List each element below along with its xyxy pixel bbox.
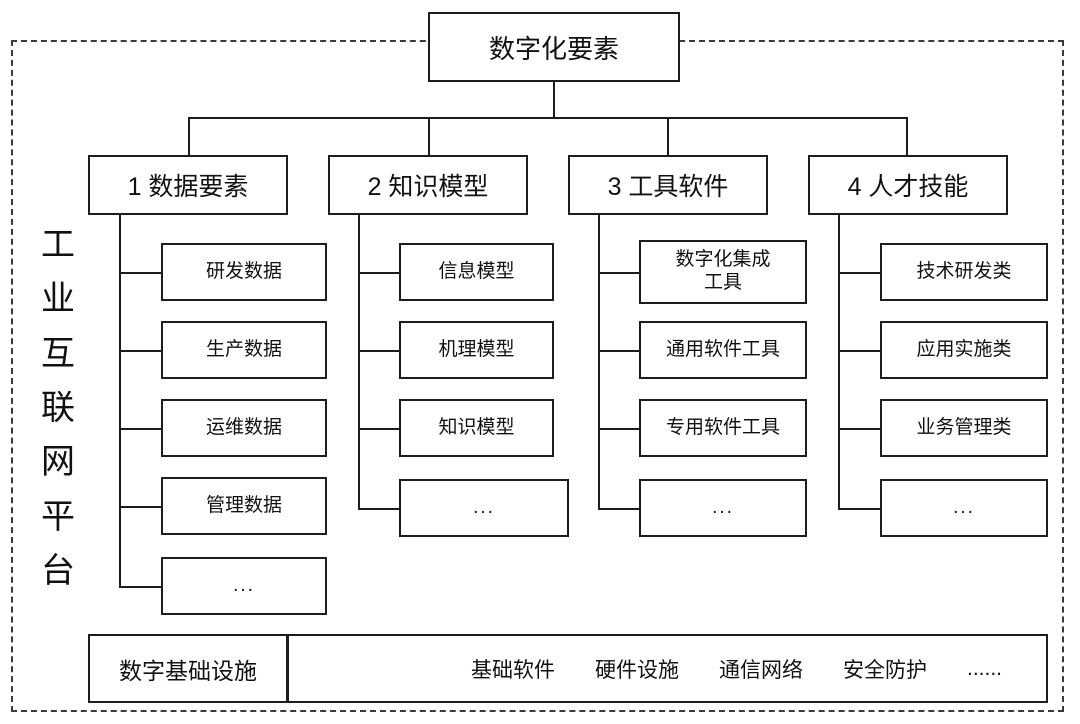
connector-column-3-branch-3 <box>598 428 640 430</box>
leaf-node-2-1[interactable]: 信息模型 <box>399 243 554 301</box>
category-node-3[interactable]: 3 工具软件 <box>568 155 768 215</box>
infrastructure-item-2[interactable]: 硬件设施 <box>594 658 679 682</box>
leaf-node-4-3[interactable]: 业务管理类 <box>880 399 1048 457</box>
platform-label-char-2: 互 <box>41 334 75 373</box>
leaf-node-1-5-label: ... <box>233 574 255 596</box>
connector-column-1-branch-5 <box>119 586 162 588</box>
connector-bus-to-category-2 <box>428 117 430 156</box>
leaf-node-1-2-label: 生产数据 <box>205 338 282 360</box>
leaf-node-3-4-label: ... <box>712 496 734 518</box>
leaf-node-2-4-label: ... <box>473 496 495 518</box>
category-node-1-label: 1 数据要素 <box>127 173 249 201</box>
root-node-digital-elements[interactable]: 数字化要素 <box>428 12 680 82</box>
leaf-node-1-4-label: 管理数据 <box>205 494 282 516</box>
connector-column-1-branch-1 <box>119 272 162 274</box>
leaf-node-4-1[interactable]: 技术研发类 <box>880 243 1048 301</box>
connector-bus-to-category-1 <box>188 117 190 156</box>
leaf-node-4-1-label: 技术研发类 <box>916 260 1012 282</box>
category-node-3-label: 3 工具软件 <box>607 173 729 201</box>
leaf-node-3-3[interactable]: 专用软件工具 <box>639 399 807 457</box>
root-node-label: 数字化要素 <box>488 33 619 64</box>
leaf-node-4-2[interactable]: 应用实施类 <box>880 321 1048 379</box>
platform-label-char-3: 联 <box>41 388 75 427</box>
connector-column-1-branch-2 <box>119 350 162 352</box>
leaf-node-1-2[interactable]: 生产数据 <box>161 321 327 379</box>
leaf-node-3-1-label: 数字化集成 工具 <box>675 249 771 293</box>
leaf-node-4-3-label: 业务管理类 <box>916 416 1012 438</box>
category-node-4-label: 4 人才技能 <box>847 173 969 201</box>
leaf-node-1-1-label: 研发数据 <box>205 260 282 282</box>
platform-label-char-6: 台 <box>41 551 75 590</box>
leaf-node-3-4-ellipsis[interactable]: ... <box>639 479 807 537</box>
leaf-node-4-4-label: ... <box>953 496 975 518</box>
connector-bus-to-category-4 <box>906 117 908 156</box>
connector-column-4-branch-1 <box>838 272 881 274</box>
connector-horizontal-bus <box>188 117 907 119</box>
category-node-2[interactable]: 2 知识模型 <box>328 155 528 215</box>
connector-column-4-branch-2 <box>838 350 881 352</box>
connector-column-2-branch-2 <box>358 350 400 352</box>
connector-column-1-branch-4 <box>119 506 162 508</box>
connector-column-3-branch-1 <box>598 272 640 274</box>
infrastructure-item-4[interactable]: 安全防护 <box>842 658 927 682</box>
connector-root-stem <box>553 82 555 118</box>
connector-column-3-spine <box>598 215 600 510</box>
leaf-node-4-4-ellipsis[interactable]: ... <box>880 479 1048 537</box>
leaf-node-2-2[interactable]: 机理模型 <box>399 321 554 379</box>
leaf-node-2-2-label: 机理模型 <box>438 338 515 360</box>
infrastructure-label: 数字基础设施 <box>119 657 257 684</box>
leaf-node-1-4[interactable]: 管理数据 <box>161 477 327 535</box>
leaf-node-2-4-ellipsis[interactable]: ... <box>399 479 569 537</box>
connector-column-2-branch-1 <box>358 272 400 274</box>
connector-column-1-branch-3 <box>119 428 162 430</box>
infrastructure-item-3[interactable]: 通信网络 <box>718 658 803 682</box>
platform-label-char-1: 业 <box>41 280 75 319</box>
infrastructure-item-5-ellipsis[interactable]: ...... <box>966 656 1002 680</box>
leaf-node-3-2-label: 通用软件工具 <box>665 338 780 360</box>
infrastructure-item-1[interactable]: 基础软件 <box>470 658 555 682</box>
leaf-node-2-3-label: 知识模型 <box>438 416 515 438</box>
connector-column-2-branch-3 <box>358 428 400 430</box>
platform-vertical-label: 工 业 互 联 网 平 台 <box>30 228 86 588</box>
leaf-node-2-3[interactable]: 知识模型 <box>399 399 554 457</box>
platform-label-char-4: 网 <box>41 443 75 482</box>
connector-bus-to-category-3 <box>667 117 669 156</box>
connector-column-3-branch-4 <box>598 508 640 510</box>
connector-column-1-spine <box>119 215 121 587</box>
leaf-node-3-1[interactable]: 数字化集成 工具 <box>639 240 807 304</box>
leaf-node-2-1-label: 信息模型 <box>438 260 515 282</box>
platform-label-char-0: 工 <box>41 226 75 264</box>
connector-column-2-branch-4 <box>358 508 400 510</box>
connector-column-3-branch-2 <box>598 350 640 352</box>
category-node-4[interactable]: 4 人才技能 <box>808 155 1008 215</box>
connector-column-4-spine <box>838 215 840 510</box>
leaf-node-1-5-ellipsis[interactable]: ... <box>161 557 327 615</box>
leaf-node-1-1[interactable]: 研发数据 <box>161 243 327 301</box>
category-node-2-label: 2 知识模型 <box>367 173 489 201</box>
leaf-node-4-2-label: 应用实施类 <box>916 338 1012 360</box>
leaf-node-3-3-label: 专用软件工具 <box>665 416 780 438</box>
connector-column-4-branch-4 <box>838 508 881 510</box>
platform-label-char-5: 平 <box>41 497 75 536</box>
connector-column-2-spine <box>358 215 360 510</box>
leaf-node-3-2[interactable]: 通用软件工具 <box>639 321 807 379</box>
category-node-1[interactable]: 1 数据要素 <box>88 155 288 215</box>
infrastructure-label-box[interactable]: 数字基础设施 <box>88 634 288 703</box>
leaf-node-1-3[interactable]: 运维数据 <box>161 399 327 457</box>
leaf-node-1-3-label: 运维数据 <box>205 416 282 438</box>
infrastructure-bar: 基础软件 硬件设施 通信网络 安全防护 ...... <box>287 634 1048 703</box>
connector-column-4-branch-3 <box>838 428 881 430</box>
